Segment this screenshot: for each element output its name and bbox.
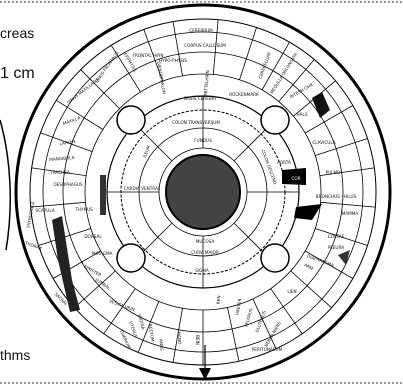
label-mittelhirn: MITTELHIRN: [203, 70, 210, 96]
spoke-outer: [304, 105, 354, 134]
spoke-outer: [320, 201, 376, 208]
label-anus: ANUS: [158, 339, 164, 351]
label-vagina: VAGINA: [137, 313, 146, 330]
spoke-outer: [304, 250, 354, 279]
label-clavicula: CLAVICULA: [312, 140, 335, 145]
label-lien: LIEN: [287, 289, 296, 294]
spoke-outer: [319, 167, 375, 176]
spoke-outer: [315, 138, 368, 156]
label-nebenniere: NEBEN NIERE: [263, 320, 282, 347]
label-thyreoidea: THYREOIDEA: [26, 201, 36, 230]
label-bein: BEIN: [195, 335, 200, 345]
label-cor: COR: [291, 176, 300, 181]
hals-patch: [312, 92, 330, 118]
side-text-mid: 1 cm: [0, 65, 35, 82]
label-peritonaeum: PERITONAEUM: [252, 347, 283, 352]
label-costae: COSTAE: [328, 234, 345, 239]
marker-circle-top-left: [116, 105, 146, 135]
label-hand: HAND: [177, 332, 182, 345]
label-thymus: THYMUS: [74, 207, 93, 212]
bronchus-patch: [294, 204, 322, 220]
spoke-outer: [212, 19, 219, 75]
spoke-outer: [227, 307, 240, 362]
spoke-outer: [52, 250, 102, 279]
label-pulmo: PULMO: [326, 170, 342, 175]
spoke-outer: [252, 298, 277, 349]
label-fundus: FUNDUS: [194, 138, 212, 143]
label-arm: ARM: [303, 262, 314, 271]
label-corpus-callosum: CORPUS CALLOSUM: [184, 43, 226, 48]
label-sigma: SIGMA: [195, 268, 209, 273]
label-medulla-oblongata: MEDULLA OBLONGATA: [269, 52, 298, 95]
label-cerebellum: CEREBELLUM: [257, 51, 271, 79]
spoke-outer: [31, 167, 87, 176]
label-trachea: TRACHEA: [49, 170, 70, 175]
label-mamma: MAMMA: [342, 211, 359, 216]
marker-circle-bottom-left: [116, 243, 146, 273]
trachea-patch: [100, 175, 106, 215]
label-pylorus: PYLORUS: [244, 307, 254, 327]
spoke-outer: [290, 270, 332, 309]
label-ureter: URETER: [235, 298, 243, 315]
label-phragma: PHRAGMA: [92, 251, 113, 256]
label-hypophysis: HYPO-PHYSIS: [159, 58, 187, 63]
label-mucosa: MUCOSA: [196, 239, 215, 244]
spoke-outer: [56, 99, 104, 130]
label-vesica-urin: VESICA URIN.: [108, 298, 136, 312]
label-dorsal: DORSAL: [84, 234, 102, 239]
spoke-outer: [137, 301, 160, 353]
spoke-outer: [261, 41, 290, 91]
spoke-outer: [315, 228, 368, 246]
label-rectum: RECTUM: [147, 324, 155, 343]
label-uterus: UTERUS: [128, 321, 139, 339]
radial-spokes: [30, 19, 376, 365]
label-ileum: ILEUM: [142, 144, 151, 158]
spoke-outer: [278, 59, 315, 102]
label-thorax: THORAX: [24, 240, 43, 251]
spine-patch: [52, 216, 80, 312]
label-maxilla: MAXILLA: [62, 115, 81, 126]
spoke-outer: [239, 27, 257, 80]
label-colon-transversum: COLON TRANSVERSUM: [172, 120, 220, 125]
neighbour-chart-edge: [0, 119, 11, 251]
pupil: [165, 154, 241, 230]
label-frontal-hirn: FRONTAL HIRN: [133, 53, 164, 58]
spoke-outer: [80, 69, 120, 109]
label-oesophagus: OESOPHAGUS: [53, 182, 83, 187]
label-hals: HALS: [296, 112, 307, 117]
side-text-bottom: thms: [0, 347, 30, 363]
spoke-outer: [143, 29, 163, 82]
label-cerebrum: CEREBRUM: [189, 28, 213, 33]
label-sinister: SINISTER: [83, 264, 102, 278]
outer-ring: [14, 3, 392, 381]
label-sinus-maxillaris: SINUS MAXILLARIS: [66, 77, 100, 105]
spoke-outer: [103, 288, 136, 334]
label-aorta: AORTA: [277, 160, 291, 165]
marker-circle-bottom-right: [260, 243, 290, 273]
spoke-outer: [74, 270, 116, 309]
spoke-outer: [172, 21, 183, 76]
label-diencephalon: DIENCEPHALON: [156, 61, 167, 94]
arrow-head: [199, 368, 211, 380]
spoke-outer: [270, 288, 303, 334]
cor-patch: [282, 168, 306, 185]
marker-circle-top-right: [260, 105, 290, 135]
label-curv-major: CURV. MAJOR: [191, 250, 219, 255]
label-bronchus-hilus: BRONCHUS - HILUS: [316, 194, 357, 199]
label-ren: REN: [216, 295, 222, 304]
spoke-outer: [172, 308, 183, 363]
label-basis-cerebri: BASIS CEREBRI: [184, 96, 216, 101]
label-cardia-ventral: CARDIA VENTRAL: [124, 186, 161, 191]
spoke-outer: [40, 132, 93, 152]
label-mandibula: MANDIBULA: [49, 155, 75, 162]
spoke-outer: [110, 45, 141, 93]
label-scapula: SCAPULA: [35, 208, 54, 213]
label-larynx: LARYNX: [59, 139, 76, 147]
label-pleura: PLEURA: [328, 245, 344, 250]
side-text-top: creas: [0, 25, 34, 41]
label-rueckenmark: RÜCKENMARK: [229, 92, 259, 97]
spoke-outer: [30, 201, 86, 208]
arm-patch: [338, 250, 350, 265]
